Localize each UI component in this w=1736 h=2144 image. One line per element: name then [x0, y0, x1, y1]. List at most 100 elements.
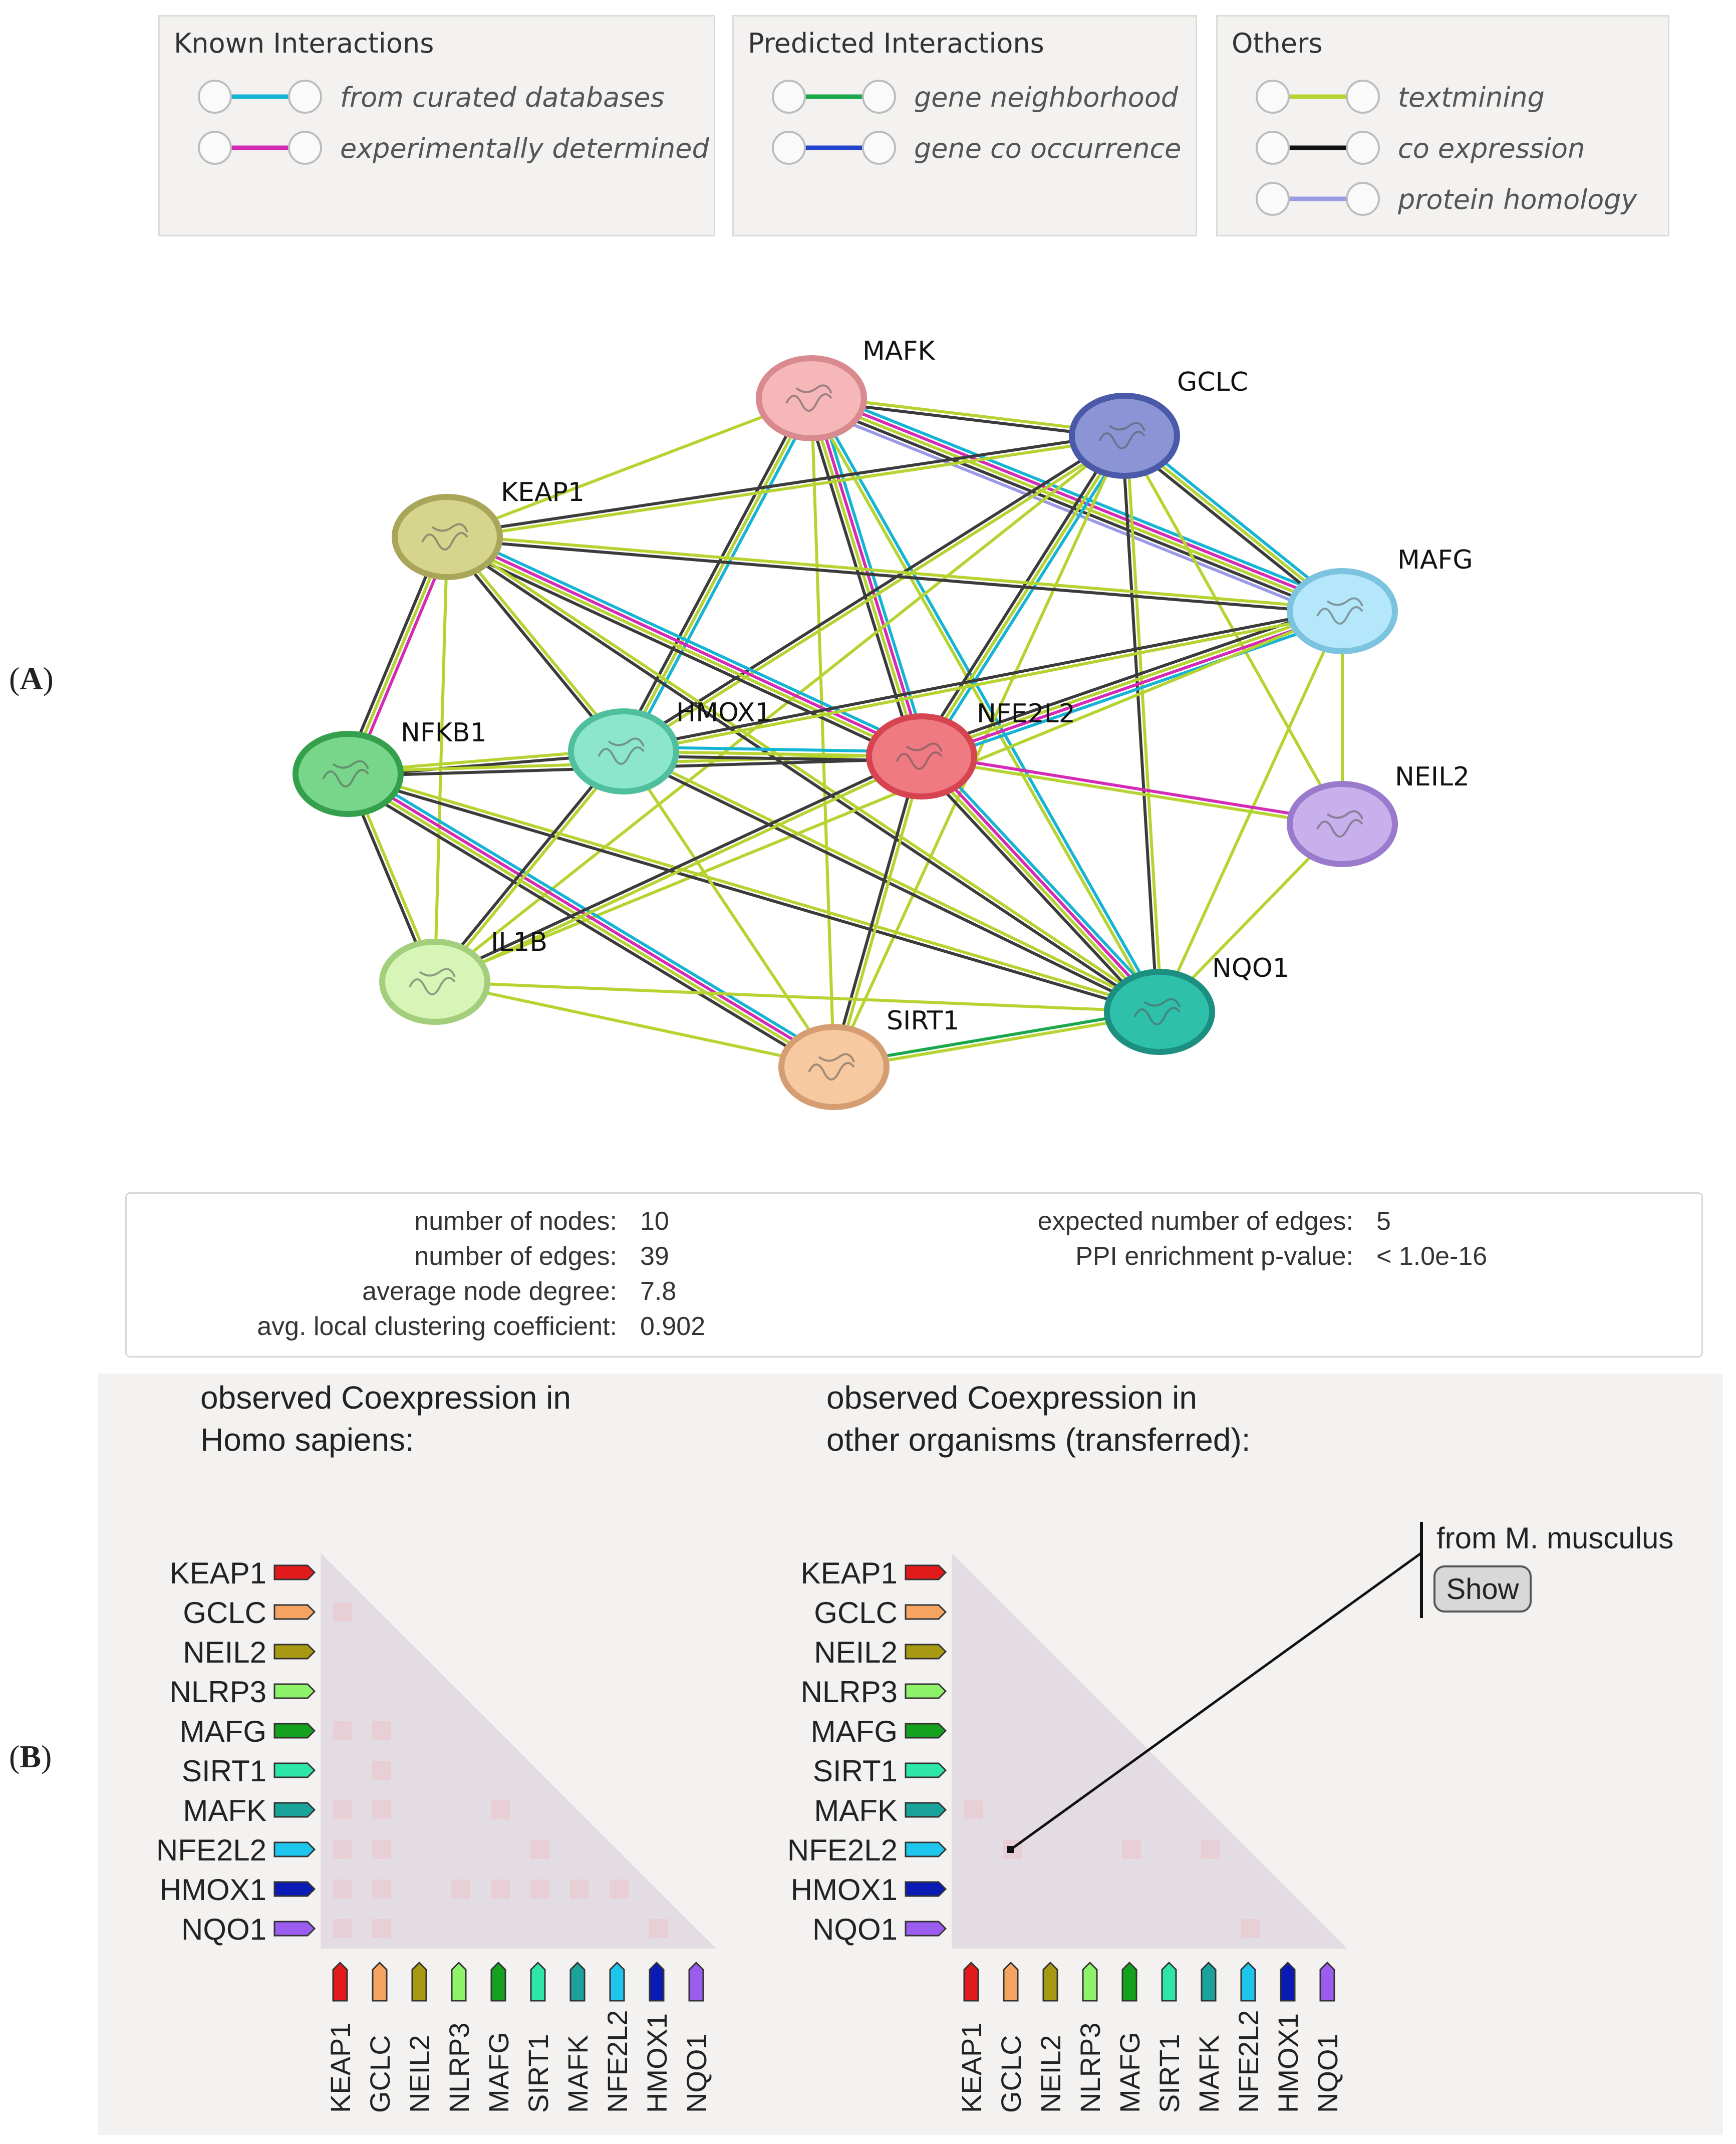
row-arrow-icon [273, 1841, 316, 1857]
edge-MAFG-NFE2L2 [919, 603, 1345, 764]
edge-line-textmining [435, 757, 924, 985]
edge-HMOX1-NQO1 [622, 748, 1162, 1015]
edge-line-co_expression [347, 774, 1160, 1016]
row-label: MAFG [811, 1715, 898, 1748]
edge-HMOX1-IL1B [432, 749, 627, 984]
edge-line-experimental [348, 770, 836, 1066]
legend-item: protein homology [1218, 179, 1668, 219]
edge-GCLC-IL1B [434, 434, 1125, 983]
edge-line-textmining [348, 770, 1161, 1011]
edge-line-curated [925, 750, 1166, 1008]
right-title-line2: other organisms (transferred): [826, 1422, 1251, 1458]
transferred-cell [1241, 1919, 1260, 1938]
edge-line-curated [923, 616, 1345, 764]
column-arrow-icon [569, 1961, 586, 2002]
column-label: NEIL2 [1035, 2035, 1066, 2113]
edge-line-textmining [434, 980, 834, 1068]
node-hmox1[interactable]: HMOX1 [568, 698, 771, 794]
homo-sapiens-cell [372, 1919, 391, 1938]
homo-sapiens-cell [530, 1880, 549, 1899]
node-neil2[interactable]: NEIL2 [1287, 762, 1470, 867]
row-arrow-icon [905, 1683, 947, 1699]
row-arrow-icon [905, 1762, 947, 1778]
node-mafk[interactable]: MAFK [756, 336, 936, 441]
stat-key: PPI enrichment p-value: [1075, 1242, 1353, 1271]
from-organism-label: from M. musculus [1436, 1521, 1674, 1555]
edge-line-textmining [446, 397, 812, 539]
node-nfe2l2[interactable]: NFE2L2 [866, 699, 1075, 799]
edge-line-co_expression [622, 752, 1160, 1015]
column-arrow-icon [1201, 1961, 1217, 2002]
edge-GCLC-HMOX1 [622, 432, 1126, 755]
row-arrow-icon [905, 1564, 947, 1580]
homo-sapiens-cell [372, 1840, 391, 1859]
edge-line-co_expression [445, 538, 1160, 1015]
row-label: KEAP1 [170, 1556, 266, 1590]
column-label: NLRP3 [1074, 2022, 1106, 2113]
node-nqo1[interactable]: NQO1 [1104, 953, 1289, 1055]
row-arrow-icon [905, 1644, 947, 1660]
row-arrow-icon [273, 1921, 316, 1937]
column-label: HMOX1 [1272, 2013, 1304, 2113]
edge-line-co_expression [344, 778, 831, 1075]
edge-line-co_expression [447, 538, 1342, 615]
protein-structure-icon [1133, 998, 1181, 1025]
column-arrow-icon [1161, 1961, 1177, 2002]
legend-item-label: gene neighborhood [914, 82, 1179, 113]
row-arrow-icon [905, 1841, 947, 1857]
row-label: NEIL2 [183, 1636, 266, 1669]
protein-structure-icon [808, 1053, 855, 1081]
row-label: HMOX1 [791, 1873, 898, 1907]
edge-line-co_expression [432, 749, 623, 982]
edge-line-textmining [921, 757, 1342, 828]
row-arrow-icon [905, 1921, 947, 1937]
node-sirt1[interactable]: SIRT1 [778, 1006, 960, 1110]
row-label: NLRP3 [801, 1675, 898, 1709]
edge-GCLC-NQO1 [1120, 435, 1164, 1012]
transferred-cell [964, 1800, 983, 1819]
edge-MAFK-SIRT1 [810, 398, 835, 1067]
homo-sapiens-cell [333, 1840, 352, 1859]
stat-value: 5 [1376, 1207, 1391, 1236]
node-label: NEIL2 [1395, 762, 1470, 792]
protein-structure-icon [896, 742, 943, 770]
legend-item: textmining [1218, 77, 1668, 117]
column-arrow-icon [1280, 1961, 1296, 2002]
edge-line-textmining [919, 757, 1159, 1015]
row-label: NQO1 [181, 1913, 266, 1946]
node-mafg[interactable]: MAFG [1287, 545, 1473, 654]
node-keap1[interactable]: KEAP1 [392, 477, 585, 580]
edge-line-textmining [834, 756, 926, 1068]
legend-item: co expression [1218, 128, 1668, 168]
edge-line-textmining [807, 398, 921, 758]
edge-NFKB1-NQO1 [347, 770, 1161, 1016]
row-arrow-icon [273, 1604, 316, 1620]
edge-line-co_expression [809, 401, 1341, 617]
row-label: NQO1 [812, 1913, 898, 1946]
edge-line-textmining [622, 750, 835, 1068]
row-arrow-icon [273, 1762, 316, 1778]
homo-sapiens-cell [451, 1880, 470, 1899]
row-label: GCLC [814, 1596, 898, 1630]
legend-item-label: protein homology [1398, 184, 1637, 215]
column-label: MAFG [1114, 2032, 1145, 2113]
column-label: NLRP3 [443, 2022, 475, 2113]
node-gclc[interactable]: GCLC [1069, 367, 1248, 479]
edge-line-textmining [445, 538, 922, 760]
column-label: GCLC [995, 2035, 1027, 2113]
node-il1b[interactable]: IL1B [379, 927, 547, 1025]
column-label: NFE2L2 [1233, 2010, 1264, 2113]
edge-sample-icon [1256, 80, 1380, 114]
edge-line-textmining [433, 537, 449, 982]
node-label: MAFK [862, 336, 936, 366]
edge-line-co_expression [1120, 436, 1159, 1012]
protein-structure-icon [409, 968, 456, 995]
column-arrow-icon [649, 1961, 665, 2002]
node-nfkb1[interactable]: NFKB1 [293, 718, 487, 817]
row-arrow-icon [905, 1881, 947, 1897]
show-button[interactable]: Show [1433, 1565, 1532, 1613]
